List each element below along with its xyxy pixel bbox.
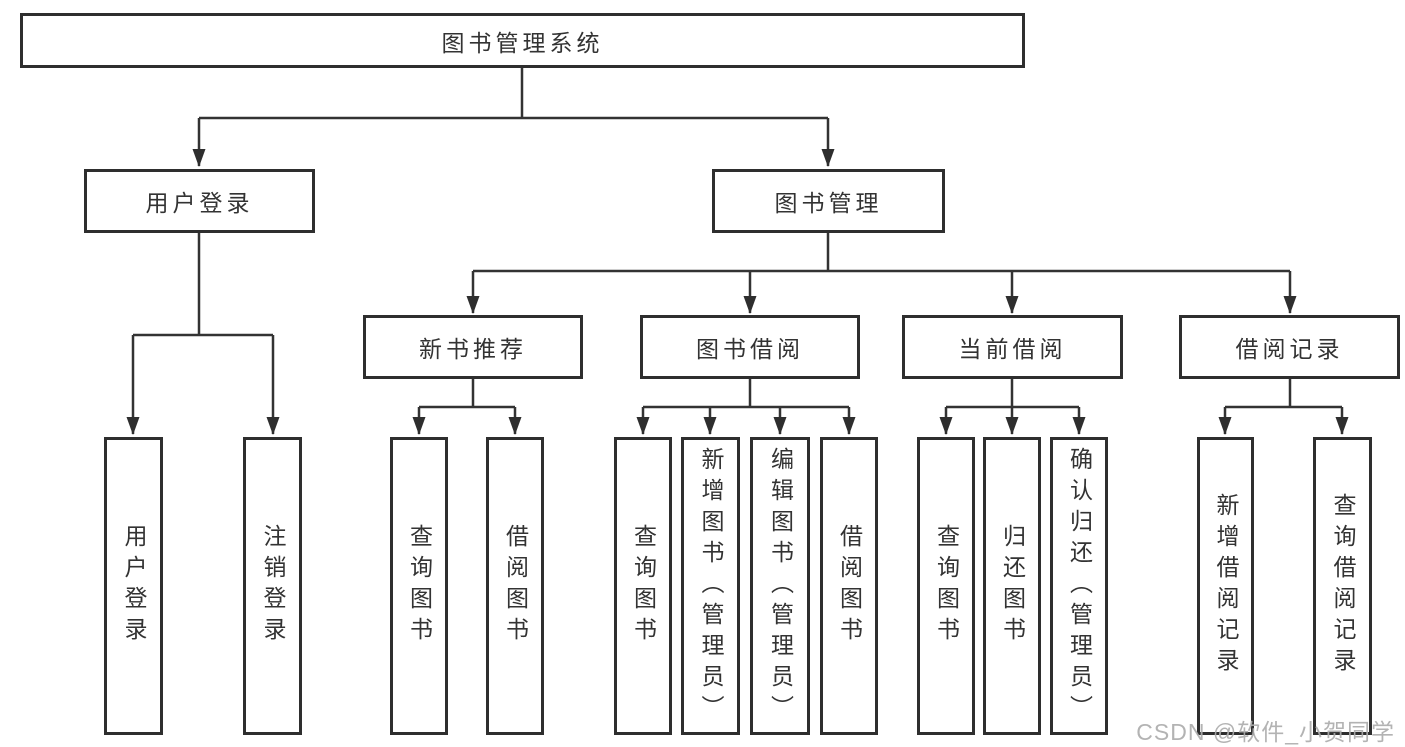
leaf-add-book-admin: 新增图书（管理员） [681, 437, 740, 735]
node-label: 新书推荐 [419, 336, 527, 362]
leaf-query-books-recommend: 查询图书 [390, 437, 448, 735]
csdn-watermark: CSDN @软件_小贺同学 [1136, 719, 1395, 745]
node-label: 查询图书 [630, 524, 657, 648]
connector-current-borrow-to-leaves [939, 379, 1086, 435]
node-label: 新增借阅记录 [1213, 493, 1239, 679]
node-new-book-recommend: 新书推荐 [363, 315, 583, 379]
node-label: 图书管理 [774, 190, 883, 216]
leaf-borrow-books-recommend: 借阅图书 [486, 437, 544, 735]
node-label: 查询借阅记录 [1330, 493, 1356, 679]
node-label: 用户登录 [145, 190, 254, 216]
node-current-borrow: 当前借阅 [902, 315, 1123, 379]
node-label: 当前借阅 [958, 336, 1067, 362]
node-book-management: 图书管理 [712, 169, 945, 233]
node-user-login: 用户登录 [84, 169, 315, 233]
leaf-user-login: 用户登录 [104, 437, 163, 735]
node-label: 归还图书 [999, 524, 1026, 648]
connector-book-management-to-level3 [466, 233, 1297, 314]
connector-user-login-to-leaves [126, 233, 280, 435]
node-label: 查询图书 [406, 524, 433, 648]
node-label: 编辑图书（管理员） [767, 446, 794, 726]
node-label: 借阅记录 [1235, 336, 1344, 362]
node-label: 查询图书 [933, 524, 960, 648]
connector-root-to-level2 [192, 68, 835, 167]
connector-book-borrow-to-leaves [636, 379, 856, 435]
leaf-logout: 注销登录 [243, 437, 302, 735]
leaf-query-books-borrow: 查询图书 [614, 437, 672, 735]
leaf-edit-book-admin: 编辑图书（管理员） [750, 437, 810, 735]
node-label: 确认归还（管理员） [1066, 446, 1093, 726]
node-book-borrow: 图书借阅 [640, 315, 860, 379]
leaf-query-borrow-record: 查询借阅记录 [1313, 437, 1372, 735]
node-label: 新增图书（管理员） [698, 446, 724, 726]
node-label: 借阅图书 [836, 524, 863, 648]
leaf-query-books-current: 查询图书 [917, 437, 975, 735]
node-label: 用户登录 [121, 524, 147, 648]
node-label: 图书管理系统 [441, 29, 604, 56]
node-label: 借阅图书 [502, 524, 529, 648]
leaf-add-borrow-record: 新增借阅记录 [1197, 437, 1254, 735]
node-borrow-records: 借阅记录 [1179, 315, 1400, 379]
leaf-confirm-return-admin: 确认归还（管理员） [1050, 437, 1108, 735]
leaf-borrow-books: 借阅图书 [820, 437, 878, 735]
node-label: 注销登录 [260, 524, 286, 648]
node-label: 图书借阅 [696, 336, 804, 362]
connector-new-book-recommend-to-leaves [412, 379, 522, 435]
leaf-return-book: 归还图书 [983, 437, 1041, 735]
connector-borrow-records-to-leaves [1218, 379, 1349, 435]
node-library-management-system: 图书管理系统 [20, 13, 1025, 68]
